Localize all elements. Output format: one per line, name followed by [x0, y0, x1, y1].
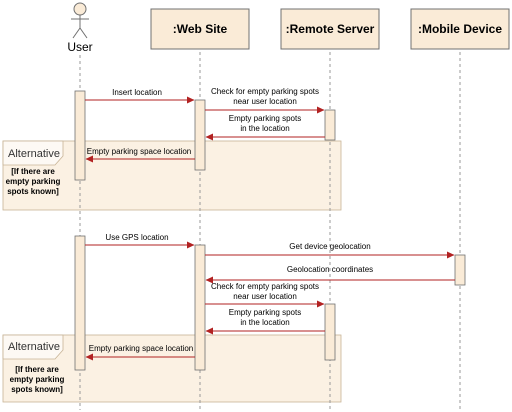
message-space-location-2-label: Empty parking space location [89, 344, 194, 353]
activation-website-2 [194, 244, 206, 371]
message-space-location-label: Empty parking space location [87, 147, 192, 156]
website-header-label: :Web Site [173, 22, 228, 36]
message-spots-returned-label-line2: in the location [240, 124, 289, 133]
alt-guard-2-line1: [If there are [15, 365, 59, 374]
alt-guard-1-line3: spots known] [7, 187, 59, 196]
message-check-spots-2-label-line1: Check for empty parking spots [211, 282, 319, 291]
activation-remote-2 [324, 303, 336, 361]
alt-fragment-2: Alternative [If there are empty parking … [2, 334, 342, 403]
message-insert-location-label: Insert location [112, 88, 162, 97]
activation-remote-1 [324, 109, 336, 141]
alt-keyword-1: Alternative [8, 148, 60, 160]
alt-guard-1-line1: [If there are [11, 167, 55, 176]
alt-fragment-1: Alternative [If there are empty parking … [2, 140, 342, 211]
message-check-spots-label-line1: Check for empty parking spots [211, 87, 319, 96]
message-spots-returned-2-label-line1: Empty parking spots [229, 308, 301, 317]
website-header: :Web Site [150, 8, 250, 50]
mobile-device-header: :Mobile Device [410, 8, 510, 50]
message-geolocation-coordinates-label: Geolocation coordinates [287, 265, 373, 274]
message-check-spots-2-label-line2: near user location [233, 292, 297, 301]
activation-mobile-2 [454, 254, 466, 286]
user-actor-label: User [67, 40, 92, 54]
mobile-device-header-label: :Mobile Device [418, 22, 502, 36]
message-check-spots-label-line2: near user location [233, 97, 297, 106]
alt-guard-2-line3: spots known] [11, 385, 63, 394]
remote-server-header-label: :Remote Server [286, 22, 375, 36]
message-spots-returned-2-label-line2: in the location [240, 318, 289, 327]
activation-user-1 [74, 90, 86, 181]
message-use-gps-label: Use GPS location [105, 233, 168, 242]
remote-server-header: :Remote Server [280, 8, 380, 50]
alt-keyword-2: Alternative [8, 341, 60, 353]
alt-guard-2-line2: empty parking [10, 375, 65, 384]
activation-user-2 [74, 235, 86, 371]
message-get-geolocation-label: Get device geolocation [289, 242, 370, 251]
alt-guard-1-line2: empty parking [6, 177, 61, 186]
message-spots-returned-label-line1: Empty parking spots [229, 114, 301, 123]
user-actor-icon [71, 2, 89, 39]
activation-website-1 [194, 99, 206, 171]
